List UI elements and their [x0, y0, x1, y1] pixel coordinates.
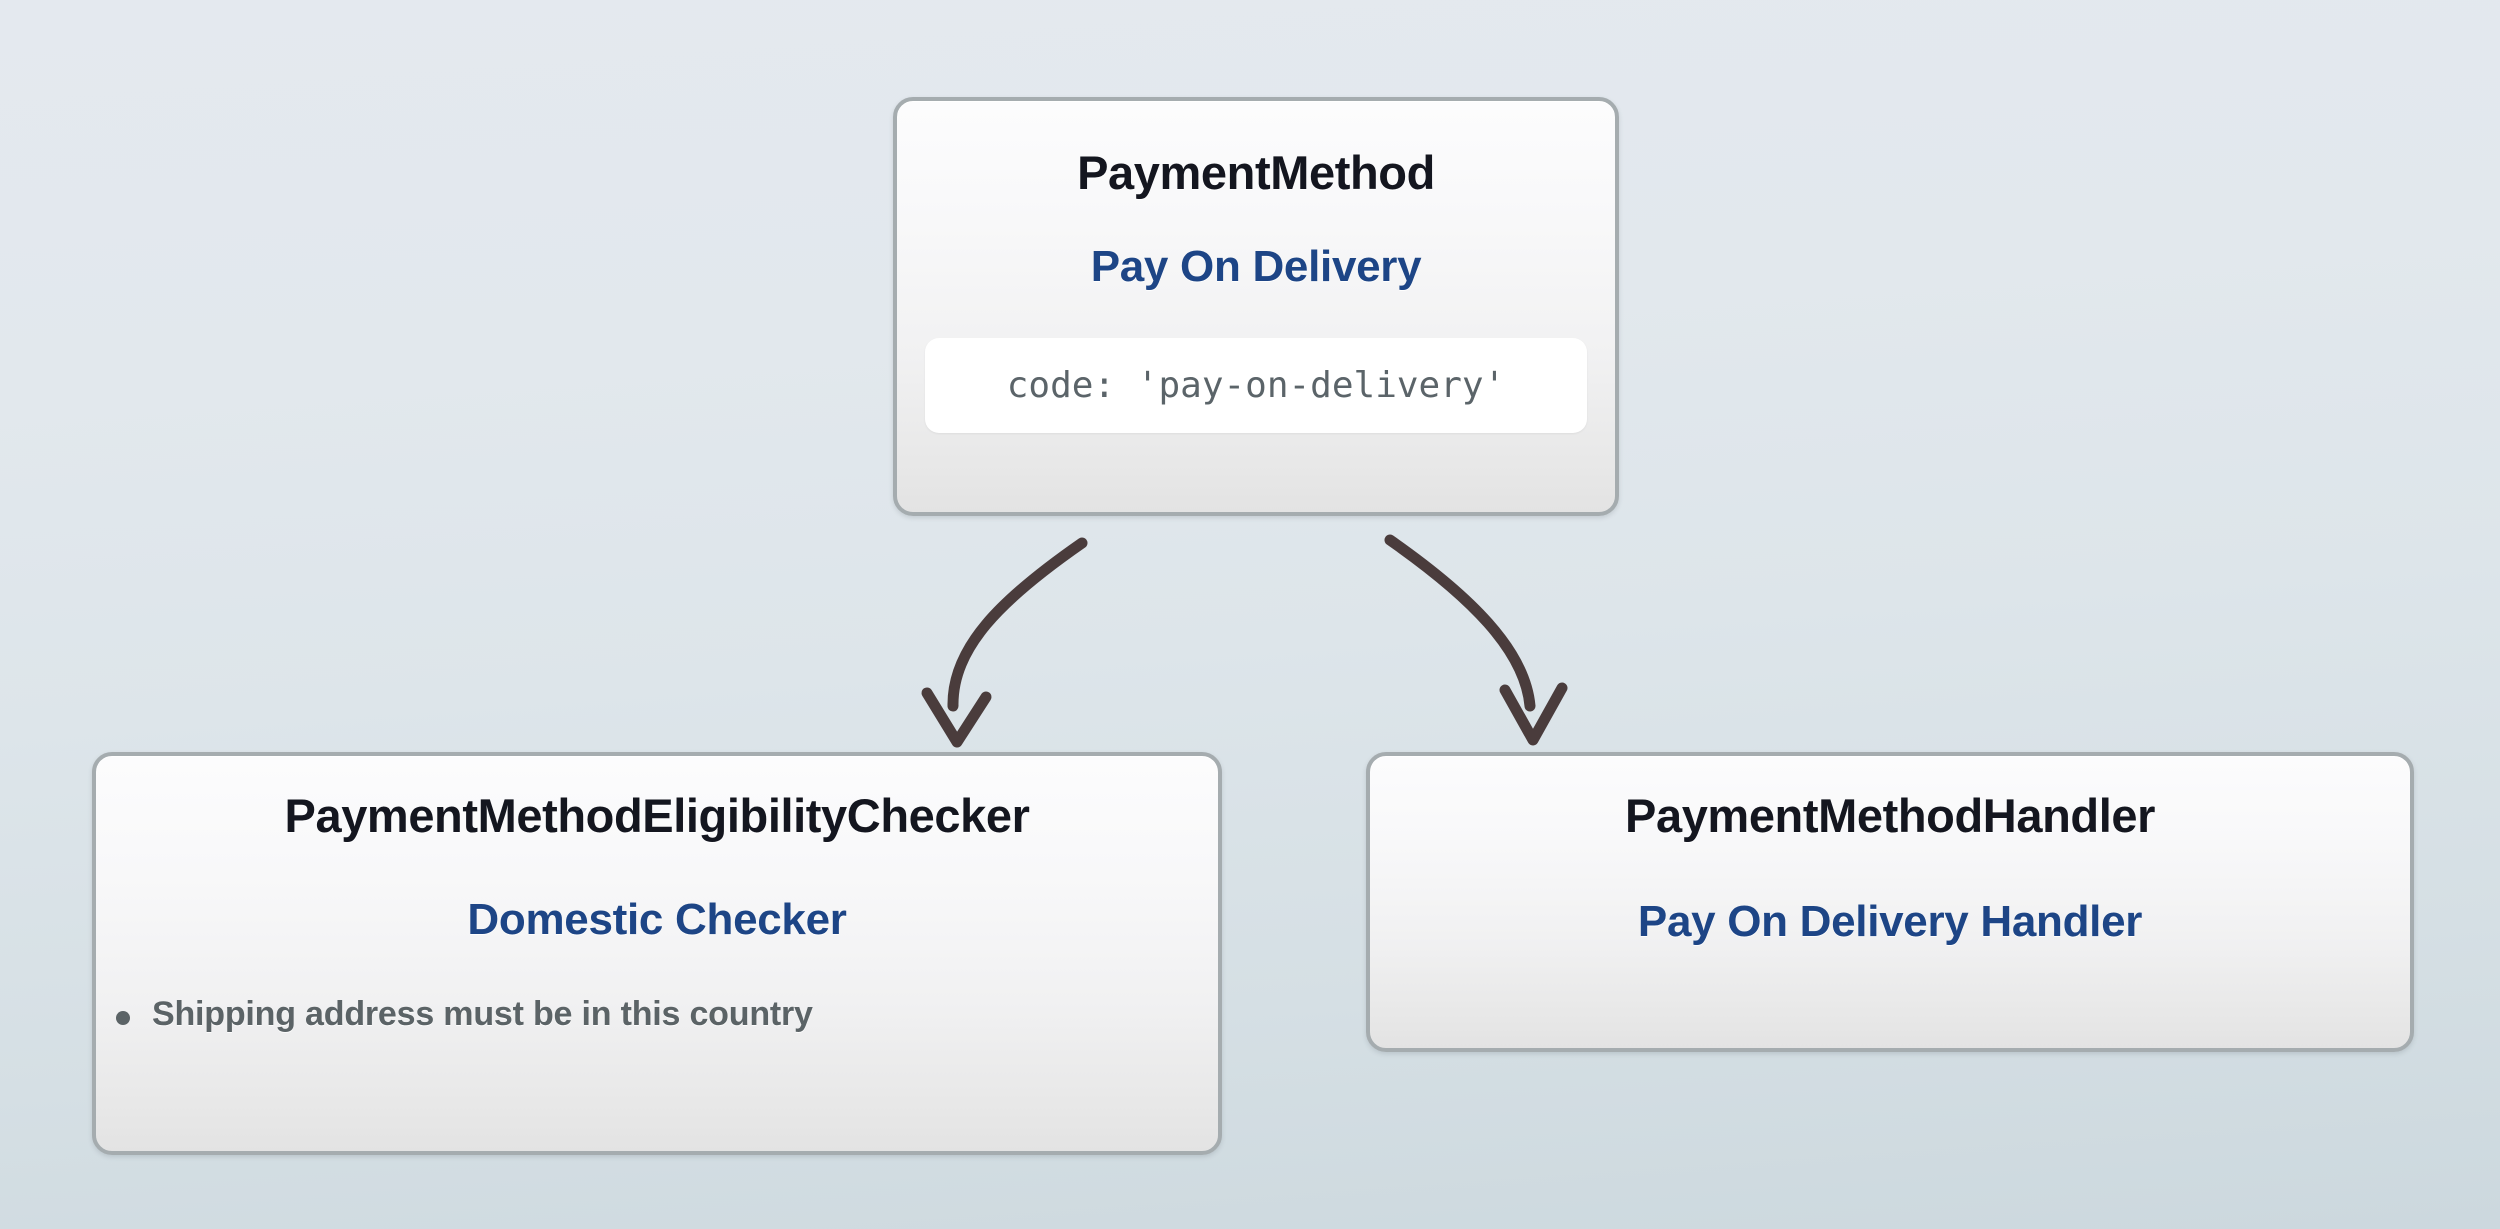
node-type-label: PaymentMethodEligibilityChecker	[284, 789, 1030, 842]
code-chip: code: 'pay-on-delivery'	[925, 338, 1587, 433]
list-item: Shipping address must be in this country	[116, 995, 1238, 1034]
edge-to-payment-handler	[1384, 534, 1568, 746]
node-type-label: PaymentMethod	[1077, 146, 1435, 199]
bullet-dot-icon	[116, 1011, 130, 1025]
node-name-label: Pay On Delivery Handler	[1637, 897, 2143, 946]
node-payment-handler[interactable]: PaymentMethodHandler Pay On Delivery Han…	[1366, 752, 2414, 1052]
node-name-label: Domestic Checker	[467, 895, 847, 944]
node-type-label: PaymentMethodHandler	[1625, 789, 2155, 842]
edge-to-eligibility-checker	[921, 537, 1088, 748]
node-payment-method[interactable]: PaymentMethod Pay On Delivery code: 'pay…	[893, 97, 1619, 516]
node-name-label: Pay On Delivery	[1090, 242, 1422, 291]
eligibility-criteria-list: Shipping address must be in this country	[76, 995, 1238, 1034]
node-eligibility-checker[interactable]: PaymentMethodEligibilityChecker Domestic…	[92, 752, 1222, 1155]
list-item-label: Shipping address must be in this country	[152, 995, 813, 1033]
